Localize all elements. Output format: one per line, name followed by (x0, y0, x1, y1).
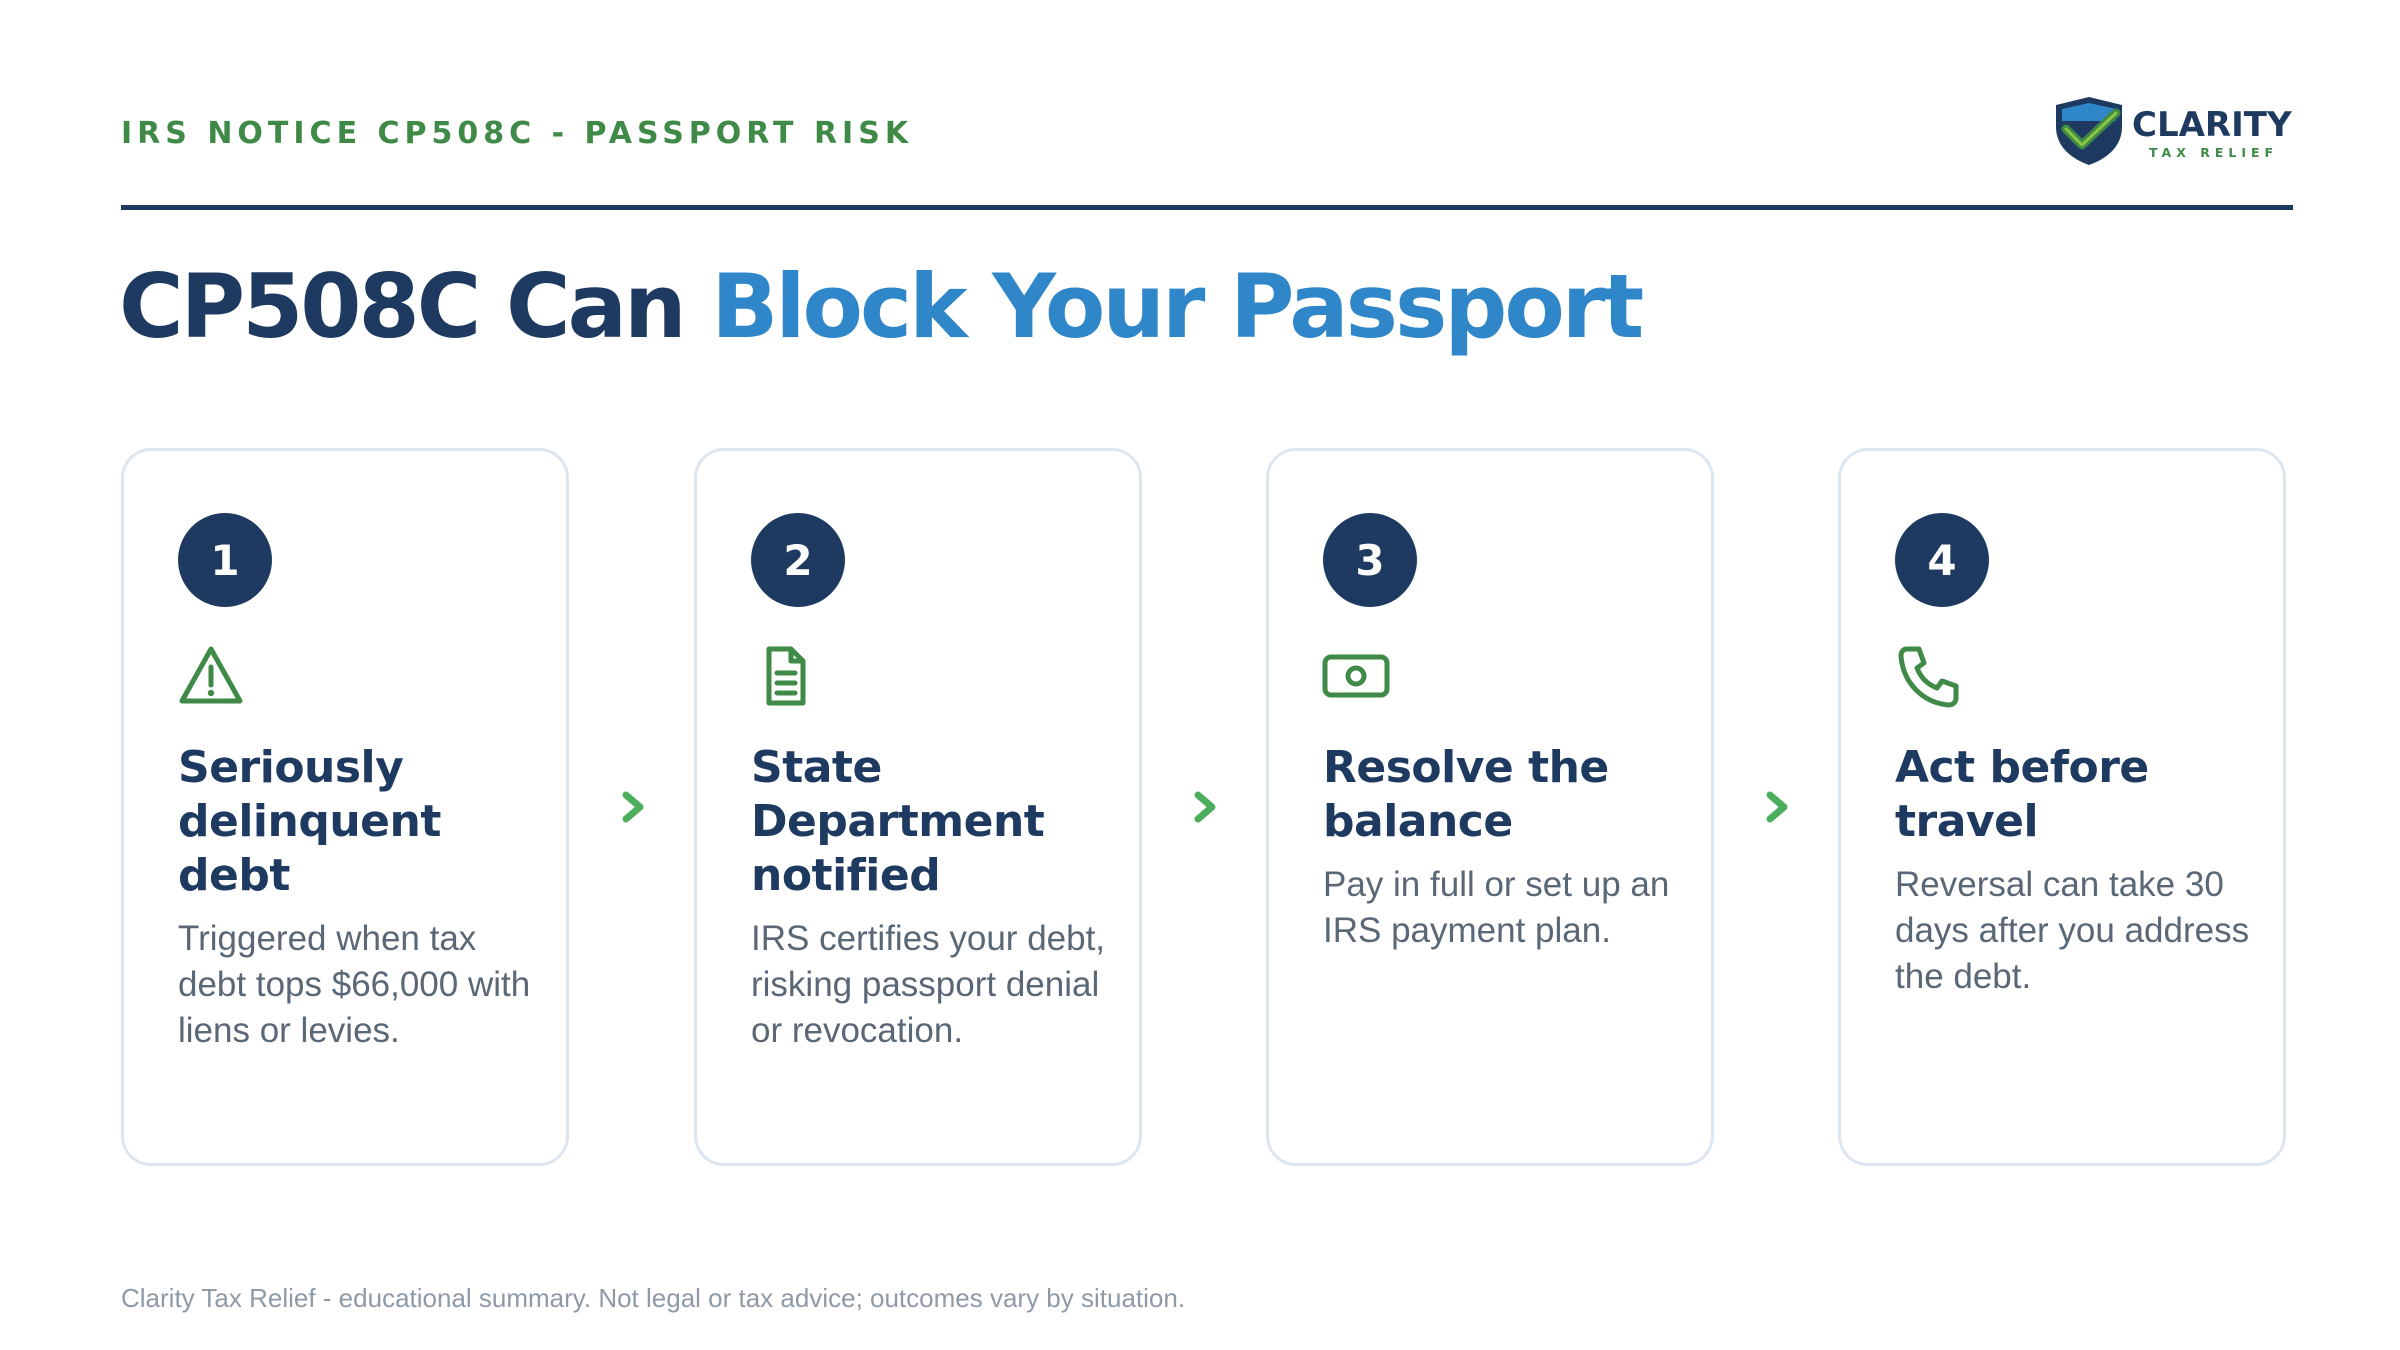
logo-tagline: TAX RELIEF (2149, 145, 2279, 160)
title-main: CP508C Can (119, 255, 712, 358)
chevron-right-icon (1194, 791, 1216, 823)
step-description: IRS certifies your debt, risking passpor… (751, 919, 1106, 1050)
step-description: Triggered when tax debt tops $66,000 wit… (178, 919, 531, 1050)
step-number-badge: 4 (1895, 513, 1989, 607)
warning-triangle-icon (179, 646, 243, 704)
step-number-badge: 3 (1323, 513, 1417, 607)
step-card-3: 3 Resolve the balance Pay in full or set… (1266, 448, 1714, 1166)
step-title: Resolve the balance (1323, 742, 1609, 847)
step-card-1: 1 Seriously delinquent debt Triggered wh… (121, 448, 569, 1166)
disclaimer-footer: Clarity Tax Relief - educational summary… (121, 1283, 1186, 1313)
step-number-badge: 2 (751, 513, 845, 607)
step-card-2: 2 State Department notified IRS certifie… (694, 448, 1142, 1166)
step-title: Act before travel (1895, 742, 2149, 847)
cash-icon (1322, 654, 1390, 698)
header-divider (121, 205, 2293, 210)
title-accent: Block Your Passport (711, 255, 1644, 358)
chevron-right-icon (622, 791, 644, 823)
page-title: CP508C Can Block Your Passport (119, 255, 1644, 358)
notice-kicker: IRS NOTICE CP508C - PASSPORT RISK (121, 116, 914, 151)
company-logo: CLARITY TAX RELIEF (2052, 95, 2292, 167)
logo-name: CLARITY (2132, 105, 2292, 145)
shield-check-icon (2056, 97, 2122, 165)
step-title: State Department notified (751, 742, 1045, 901)
chevron-right-icon (1766, 791, 1788, 823)
step-title: Seriously delinquent debt (178, 742, 441, 901)
phone-icon (1898, 646, 1959, 708)
step-description: Pay in full or set up an IRS payment pla… (1323, 865, 1670, 950)
document-icon (766, 646, 806, 706)
step-card-4: 4 Act before travel Reversal can take 30… (1838, 448, 2286, 1166)
step-description: Reversal can take 30 days after you addr… (1895, 865, 2250, 996)
step-number-badge: 1 (178, 513, 272, 607)
